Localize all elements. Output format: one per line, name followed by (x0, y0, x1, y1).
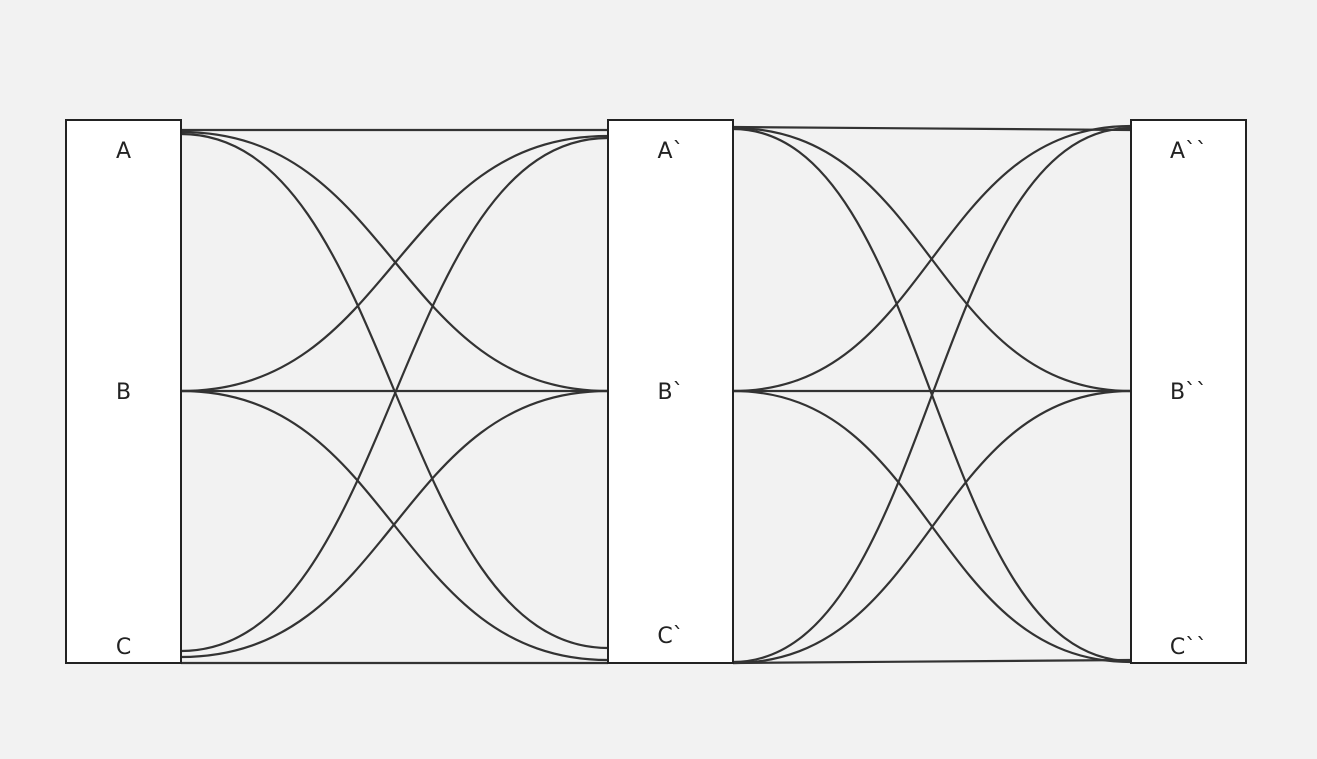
edge-C1-to-A11 (732, 126, 1132, 664)
node-label-a: A (115, 139, 132, 164)
node-label-b: B (115, 380, 132, 405)
node-label-a1: A` (657, 139, 684, 164)
edge-B-to-A1 (180, 134, 609, 393)
edge-C-to-A1 (180, 136, 609, 653)
node-label-c: C (115, 635, 132, 660)
node-column-a2-b2-c2[interactable]: A`` B`` C`` (1130, 119, 1247, 664)
edge-C-to-B1 (180, 389, 609, 659)
node-label-b1: B` (657, 380, 684, 405)
edge-B1-to-A11 (732, 124, 1132, 393)
node-label-a2: A`` (1169, 139, 1208, 164)
edge-A1-to-A11 (732, 125, 1132, 132)
node-column-a1-b1-c1[interactable]: A` B` C` (607, 119, 734, 664)
node-label-b2: B`` (1169, 380, 1208, 405)
node-label-c2: C`` (1169, 635, 1208, 660)
edge-A-to-B1 (180, 130, 609, 393)
node-label-c1: C` (657, 624, 684, 649)
node-column-a-b-c[interactable]: A B C (65, 119, 182, 664)
edge-C1-to-C11 (732, 658, 1132, 665)
edge-C1-to-B11 (732, 389, 1132, 665)
